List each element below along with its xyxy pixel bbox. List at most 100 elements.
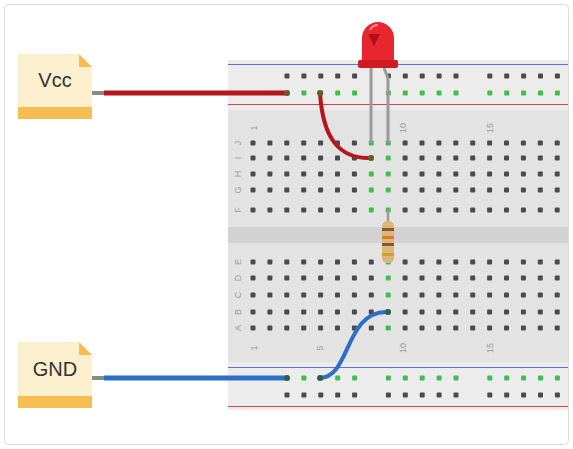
breadboard-hole [352, 188, 357, 193]
breadboard-hole [352, 310, 357, 315]
breadboard-hole [420, 188, 425, 193]
breadboard-hole [453, 141, 458, 146]
breadboard-hole [403, 156, 408, 161]
breadboard-hole [251, 156, 256, 161]
breadboard-hole [504, 208, 509, 213]
breadboard-hole [301, 260, 306, 265]
column-number: 15 [485, 343, 495, 353]
connected-hole [301, 91, 306, 96]
breadboard-hole [521, 156, 526, 161]
breadboard-hole [454, 393, 459, 398]
breadboard-hole [369, 260, 374, 265]
breadboard-hole [318, 74, 323, 79]
breadboard-hole [403, 326, 408, 331]
breadboard-hole [301, 293, 306, 298]
breadboard-hole [453, 276, 458, 281]
breadboard-hole [318, 156, 323, 161]
breadboard-hole [555, 208, 560, 213]
connected-hole [352, 376, 357, 381]
breadboard-hole [267, 172, 272, 177]
breadboard-hole [251, 188, 256, 193]
led-leg [370, 68, 373, 143]
breadboard-hole [284, 310, 289, 315]
breadboard-hole [318, 208, 323, 213]
connected-hole [487, 91, 492, 96]
connected-hole [335, 91, 340, 96]
breadboard-hole [437, 393, 442, 398]
connected-hole [538, 376, 543, 381]
breadboard-hole [555, 188, 560, 193]
breadboard-hole [555, 393, 560, 398]
breadboard-hole [285, 393, 290, 398]
connected-hole [437, 91, 442, 96]
power-rail-top [228, 60, 568, 110]
led-flange [358, 60, 398, 68]
breadboard-hole [420, 326, 425, 331]
connected-hole [555, 376, 560, 381]
breadboard-hole [470, 141, 475, 146]
breadboard-hole [538, 156, 543, 161]
breadboard-hole [301, 141, 306, 146]
breadboard-hole [521, 310, 526, 315]
breadboard-hole [403, 260, 408, 265]
breadboard-hole [504, 260, 509, 265]
breadboard-hole [251, 276, 256, 281]
breadboard-hole [453, 172, 458, 177]
led-die [368, 34, 380, 46]
breadboard-hole [487, 172, 492, 177]
row-letter: B [233, 309, 243, 315]
connected-hole [301, 376, 306, 381]
breadboard-hole [335, 310, 340, 315]
breadboard-hole [538, 74, 543, 79]
breadboard-hole [504, 293, 509, 298]
breadboard-hole [555, 260, 560, 265]
breadboard-hole [403, 74, 408, 79]
breadboard-hole [453, 260, 458, 265]
breadboard-hole [301, 172, 306, 177]
breadboard-hole [521, 74, 526, 79]
breadboard-hole [335, 393, 340, 398]
breadboard-hole [284, 276, 289, 281]
breadboard-hole [251, 310, 256, 315]
led-highlight [370, 25, 378, 30]
row-letter: G [233, 186, 243, 193]
breadboard-hole [284, 172, 289, 177]
breadboard-hole [301, 276, 306, 281]
breadboard-hole [318, 141, 323, 146]
breadboard-hole [538, 393, 543, 398]
connected-hole [369, 156, 374, 161]
breadboard-hole [335, 172, 340, 177]
breadboard-hole [352, 74, 357, 79]
wire-end [317, 375, 323, 381]
breadboard-hole [403, 172, 408, 177]
connected-hole [420, 91, 425, 96]
breadboard-hole [470, 276, 475, 281]
column-number: 15 [485, 123, 495, 133]
column-number: 10 [398, 123, 408, 133]
breadboard-hole [487, 74, 492, 79]
gnd-wire [104, 376, 285, 381]
connected-hole [285, 91, 290, 96]
breadboard-hole [251, 293, 256, 298]
breadboard-hole [251, 141, 256, 146]
breadboard-hole [437, 74, 442, 79]
breadboard-hole [301, 156, 306, 161]
breadboard-hole [487, 208, 492, 213]
breadboard-hole [318, 276, 323, 281]
vcc-wire [104, 91, 285, 96]
breadboard-hole [538, 326, 543, 331]
resistor-symbol [382, 221, 394, 263]
jumper-wire-blue [320, 312, 386, 378]
breadboard-hole [352, 141, 357, 146]
breadboard-hole [555, 276, 560, 281]
breadboard-hole [352, 208, 357, 213]
breadboard-hole [403, 188, 408, 193]
breadboard-hole [420, 276, 425, 281]
breadboard-hole [420, 141, 425, 146]
breadboard-hole [335, 188, 340, 193]
breadboard-hole [504, 172, 509, 177]
connected-hole [454, 376, 459, 381]
breadboard-hole [504, 156, 509, 161]
breadboard-hole [284, 260, 289, 265]
breadboard-hole [453, 188, 458, 193]
